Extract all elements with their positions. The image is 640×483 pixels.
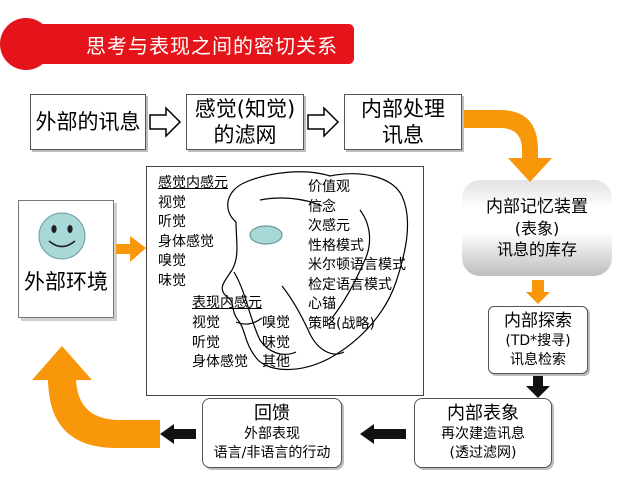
feedback-box: 回馈 外部表现 语言/非语言的行动: [202, 398, 342, 468]
black-left-arrow-icon: [160, 424, 196, 444]
internal-processing-line1: 内部处理: [361, 97, 445, 121]
right-item: 米尔顿语言模式: [308, 257, 406, 273]
outer-senses-col1: 视觉 听觉 身体感觉: [192, 314, 248, 373]
outer-sense-item: 其他: [262, 354, 290, 370]
internal-representation-line1: 内部表象: [447, 403, 519, 424]
feedback-line3: 语言/非语言的行动: [213, 445, 331, 461]
right-item: 价值观: [308, 179, 350, 195]
head-outline-icon: [221, 171, 409, 371]
page-title: 思考与表现之间的密切关系: [86, 34, 338, 58]
right-items-list: 价值观 信念 次感元 性格模式 米尔顿语言模式 检定语言模式 心锚 策略(战略): [308, 178, 406, 334]
inner-sense-item: 视觉: [158, 194, 186, 211]
internal-representation-box: 内部表象 再次建造讯息 (透过滤网): [414, 398, 552, 468]
black-down-arrow-icon: [526, 376, 550, 398]
inner-senses-list: 感觉内感元 视觉 听觉 身体感觉 嗅觉 味觉: [158, 174, 228, 291]
inner-sense-item: 味觉: [158, 272, 186, 289]
right-item: 心锚: [308, 296, 336, 312]
feedback-line1: 回馈: [254, 403, 290, 424]
outer-sense-item: 视觉: [192, 315, 220, 331]
internal-representation-line3: (透过滤网): [449, 445, 517, 461]
center-panel: [146, 166, 424, 396]
outer-senses-title: 表现内感元: [192, 295, 262, 311]
inner-senses-title: 感觉内感元: [158, 175, 228, 191]
hollow-right-arrow-icon: [149, 106, 182, 138]
internal-representation-line2: 再次建造讯息: [441, 426, 525, 442]
internal-search-box: 内部探索 (TD*搜寻) 讯息检索: [488, 306, 588, 374]
title-banner-circle: [0, 18, 52, 70]
internal-search-line1: 内部探索: [504, 310, 572, 331]
orange-curved-arrow-icon: [32, 346, 160, 448]
right-item: 检定语言模式: [308, 276, 392, 293]
internal-search-line2: (TD*搜寻): [505, 332, 571, 349]
sense-filter-line1: 感觉(知觉): [194, 97, 296, 121]
outer-sense-item: 嗅觉: [262, 315, 290, 331]
internal-processing-box: 内部处理 讯息: [344, 94, 462, 150]
environment-label: 外部环境: [24, 270, 108, 294]
outer-senses-col2: 嗅觉 味觉 其他: [262, 314, 290, 373]
outer-senses-list: 表现内感元: [192, 294, 262, 314]
memory-device-box: 内部记忆装置 (表象) 讯息的库存: [462, 180, 612, 276]
right-item: 策略(战略): [308, 315, 375, 332]
right-item: 性格模式: [308, 237, 364, 254]
outer-sense-item: 身体感觉: [192, 354, 248, 370]
outer-sense-item: 味觉: [262, 334, 290, 351]
orange-down-arrow-icon: [526, 280, 550, 304]
title-banner-bar: [24, 24, 354, 64]
internal-search-line3: 讯息检索: [510, 351, 566, 368]
right-item: 信念: [308, 198, 336, 215]
hollow-right-arrow-icon: [307, 106, 340, 138]
feedback-line2: 外部表现: [244, 426, 300, 442]
orange-left-arrow-icon: [116, 236, 146, 262]
sense-filter-box: 感觉(知觉) 的滤网: [186, 94, 304, 150]
memory-device-line2: (表象): [514, 219, 560, 238]
memory-device-line1: 内部记忆装置: [486, 197, 588, 217]
black-left-arrow-icon: [360, 424, 406, 444]
external-info-box: 外部的讯息: [30, 94, 146, 150]
inner-sense-item: 身体感觉: [158, 233, 214, 250]
external-info-label: 外部的讯息: [35, 110, 141, 134]
memory-device-line3: 讯息的库存: [496, 240, 577, 259]
inner-sense-item: 嗅觉: [158, 253, 186, 269]
sense-filter-line2: 的滤网: [213, 123, 277, 147]
outer-sense-item: 听觉: [192, 334, 220, 351]
internal-processing-line2: 讯息: [382, 123, 424, 147]
smiley-face-icon: [38, 212, 86, 260]
inner-sense-item: 听觉: [158, 214, 186, 230]
orange-curved-arrow-icon: [464, 110, 552, 182]
title-banner: 思考与表现之间的密切关系: [0, 18, 362, 70]
right-item: 次感元: [308, 218, 350, 234]
